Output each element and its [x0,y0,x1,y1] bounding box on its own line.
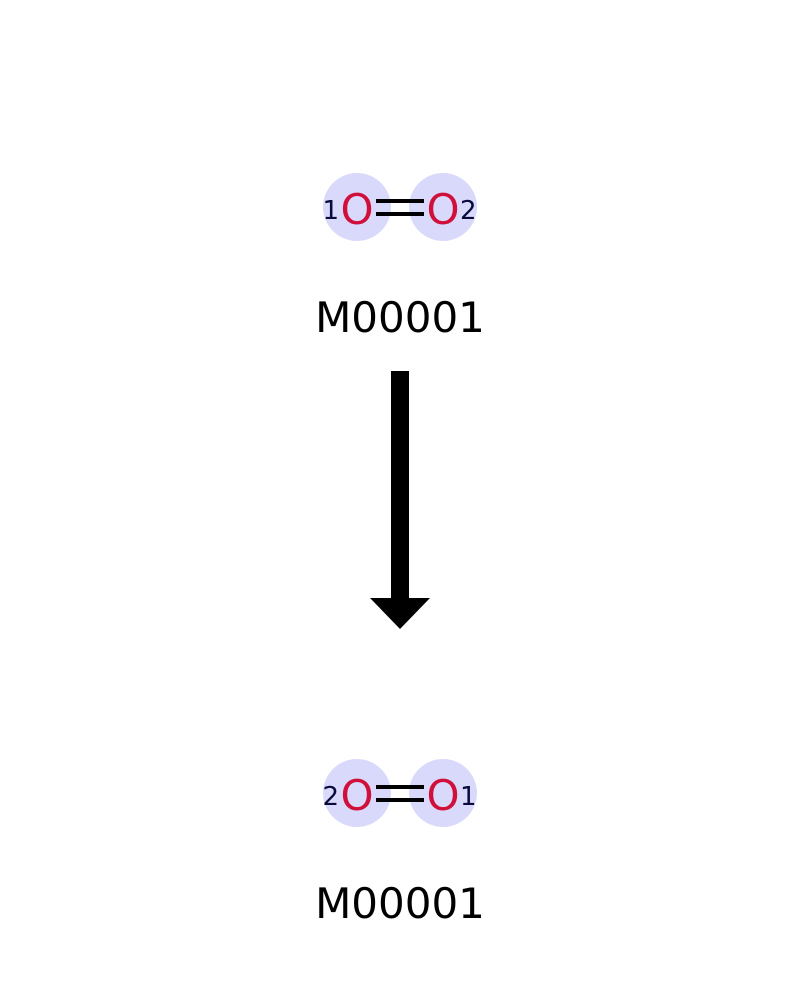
product-label: M00001 [315,879,485,928]
reactant-atom-2-highlight [409,173,477,241]
product-atom-1-symbol: O [340,771,373,820]
product-atom-2-symbol: O [426,771,459,820]
product-molecule: O 2 O 1 [322,759,477,827]
reactant-atom-1-symbol: O [340,185,373,234]
reactant-atom-2-symbol: O [426,185,459,234]
product-atom-1-highlight [323,759,391,827]
product-atom-2-map-number: 1 [460,782,477,812]
product-atom-1-map-number: 2 [322,782,339,812]
reactant-label: M00001 [315,293,485,342]
reaction-arrow-shaft [391,371,409,601]
reactant-atom-2-map-number: 2 [460,196,477,226]
reaction-arrow-head [370,598,430,629]
reactant-atom-1-highlight [323,173,391,241]
product-atom-2-highlight [409,759,477,827]
reactant-atom-1-map-number: 1 [322,196,339,226]
reaction-arrow [370,371,430,629]
reactant-molecule: O 1 O 2 [322,173,477,241]
